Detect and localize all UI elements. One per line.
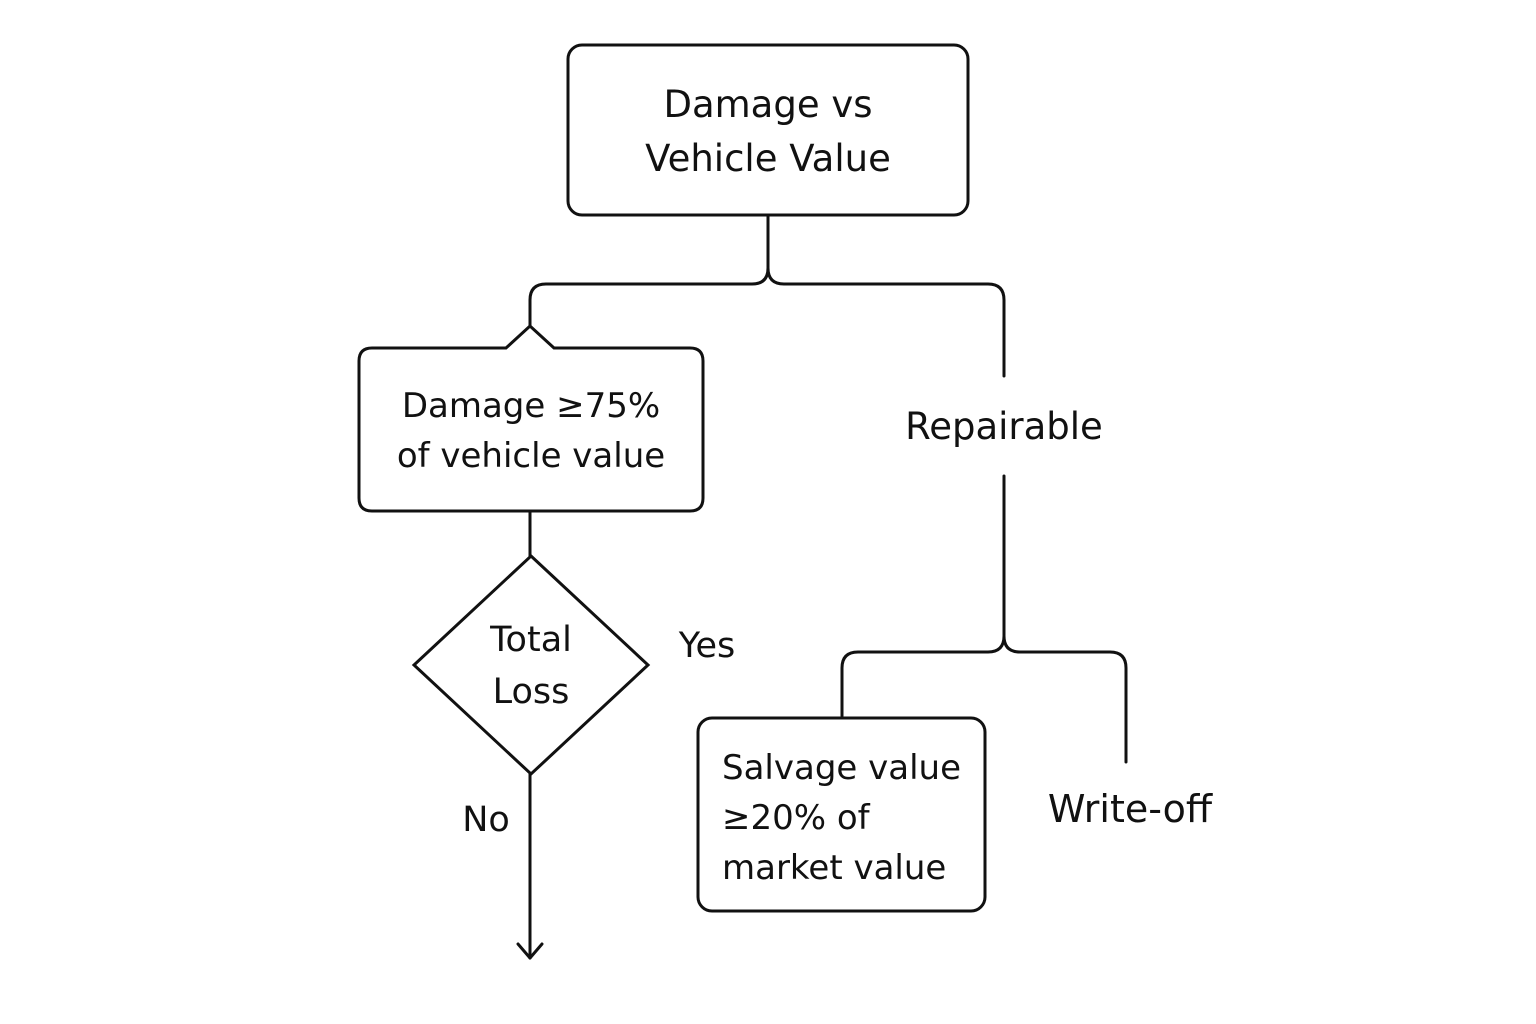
edge-repairable-down <box>840 474 1006 718</box>
no-edge-label: No <box>462 800 510 840</box>
total-loss-decision-diamond <box>411 553 651 777</box>
root-node-label: Damage vs Vehicle Value <box>645 83 891 180</box>
yes-edge-label: Yes <box>678 626 736 666</box>
total-loss-label: Total Loss <box>490 620 572 712</box>
salvage-value-label: Salvage value ≥20% of market value <box>722 748 961 888</box>
damage-threshold-label: Damage ≥75% of vehicle value <box>396 386 666 476</box>
edge-repairable-to-write-off <box>1002 634 1128 764</box>
damage-threshold-node-box <box>357 323 705 513</box>
write-off-label: Write-off <box>1047 787 1213 831</box>
salvage-value-node-box <box>696 716 987 913</box>
edge-root-stem <box>528 214 770 334</box>
repairable-label: Repairable <box>905 405 1103 448</box>
edge-root-to-repairable <box>766 266 1006 378</box>
arrowhead-down-icon <box>516 942 544 960</box>
root-node-box <box>566 43 970 217</box>
